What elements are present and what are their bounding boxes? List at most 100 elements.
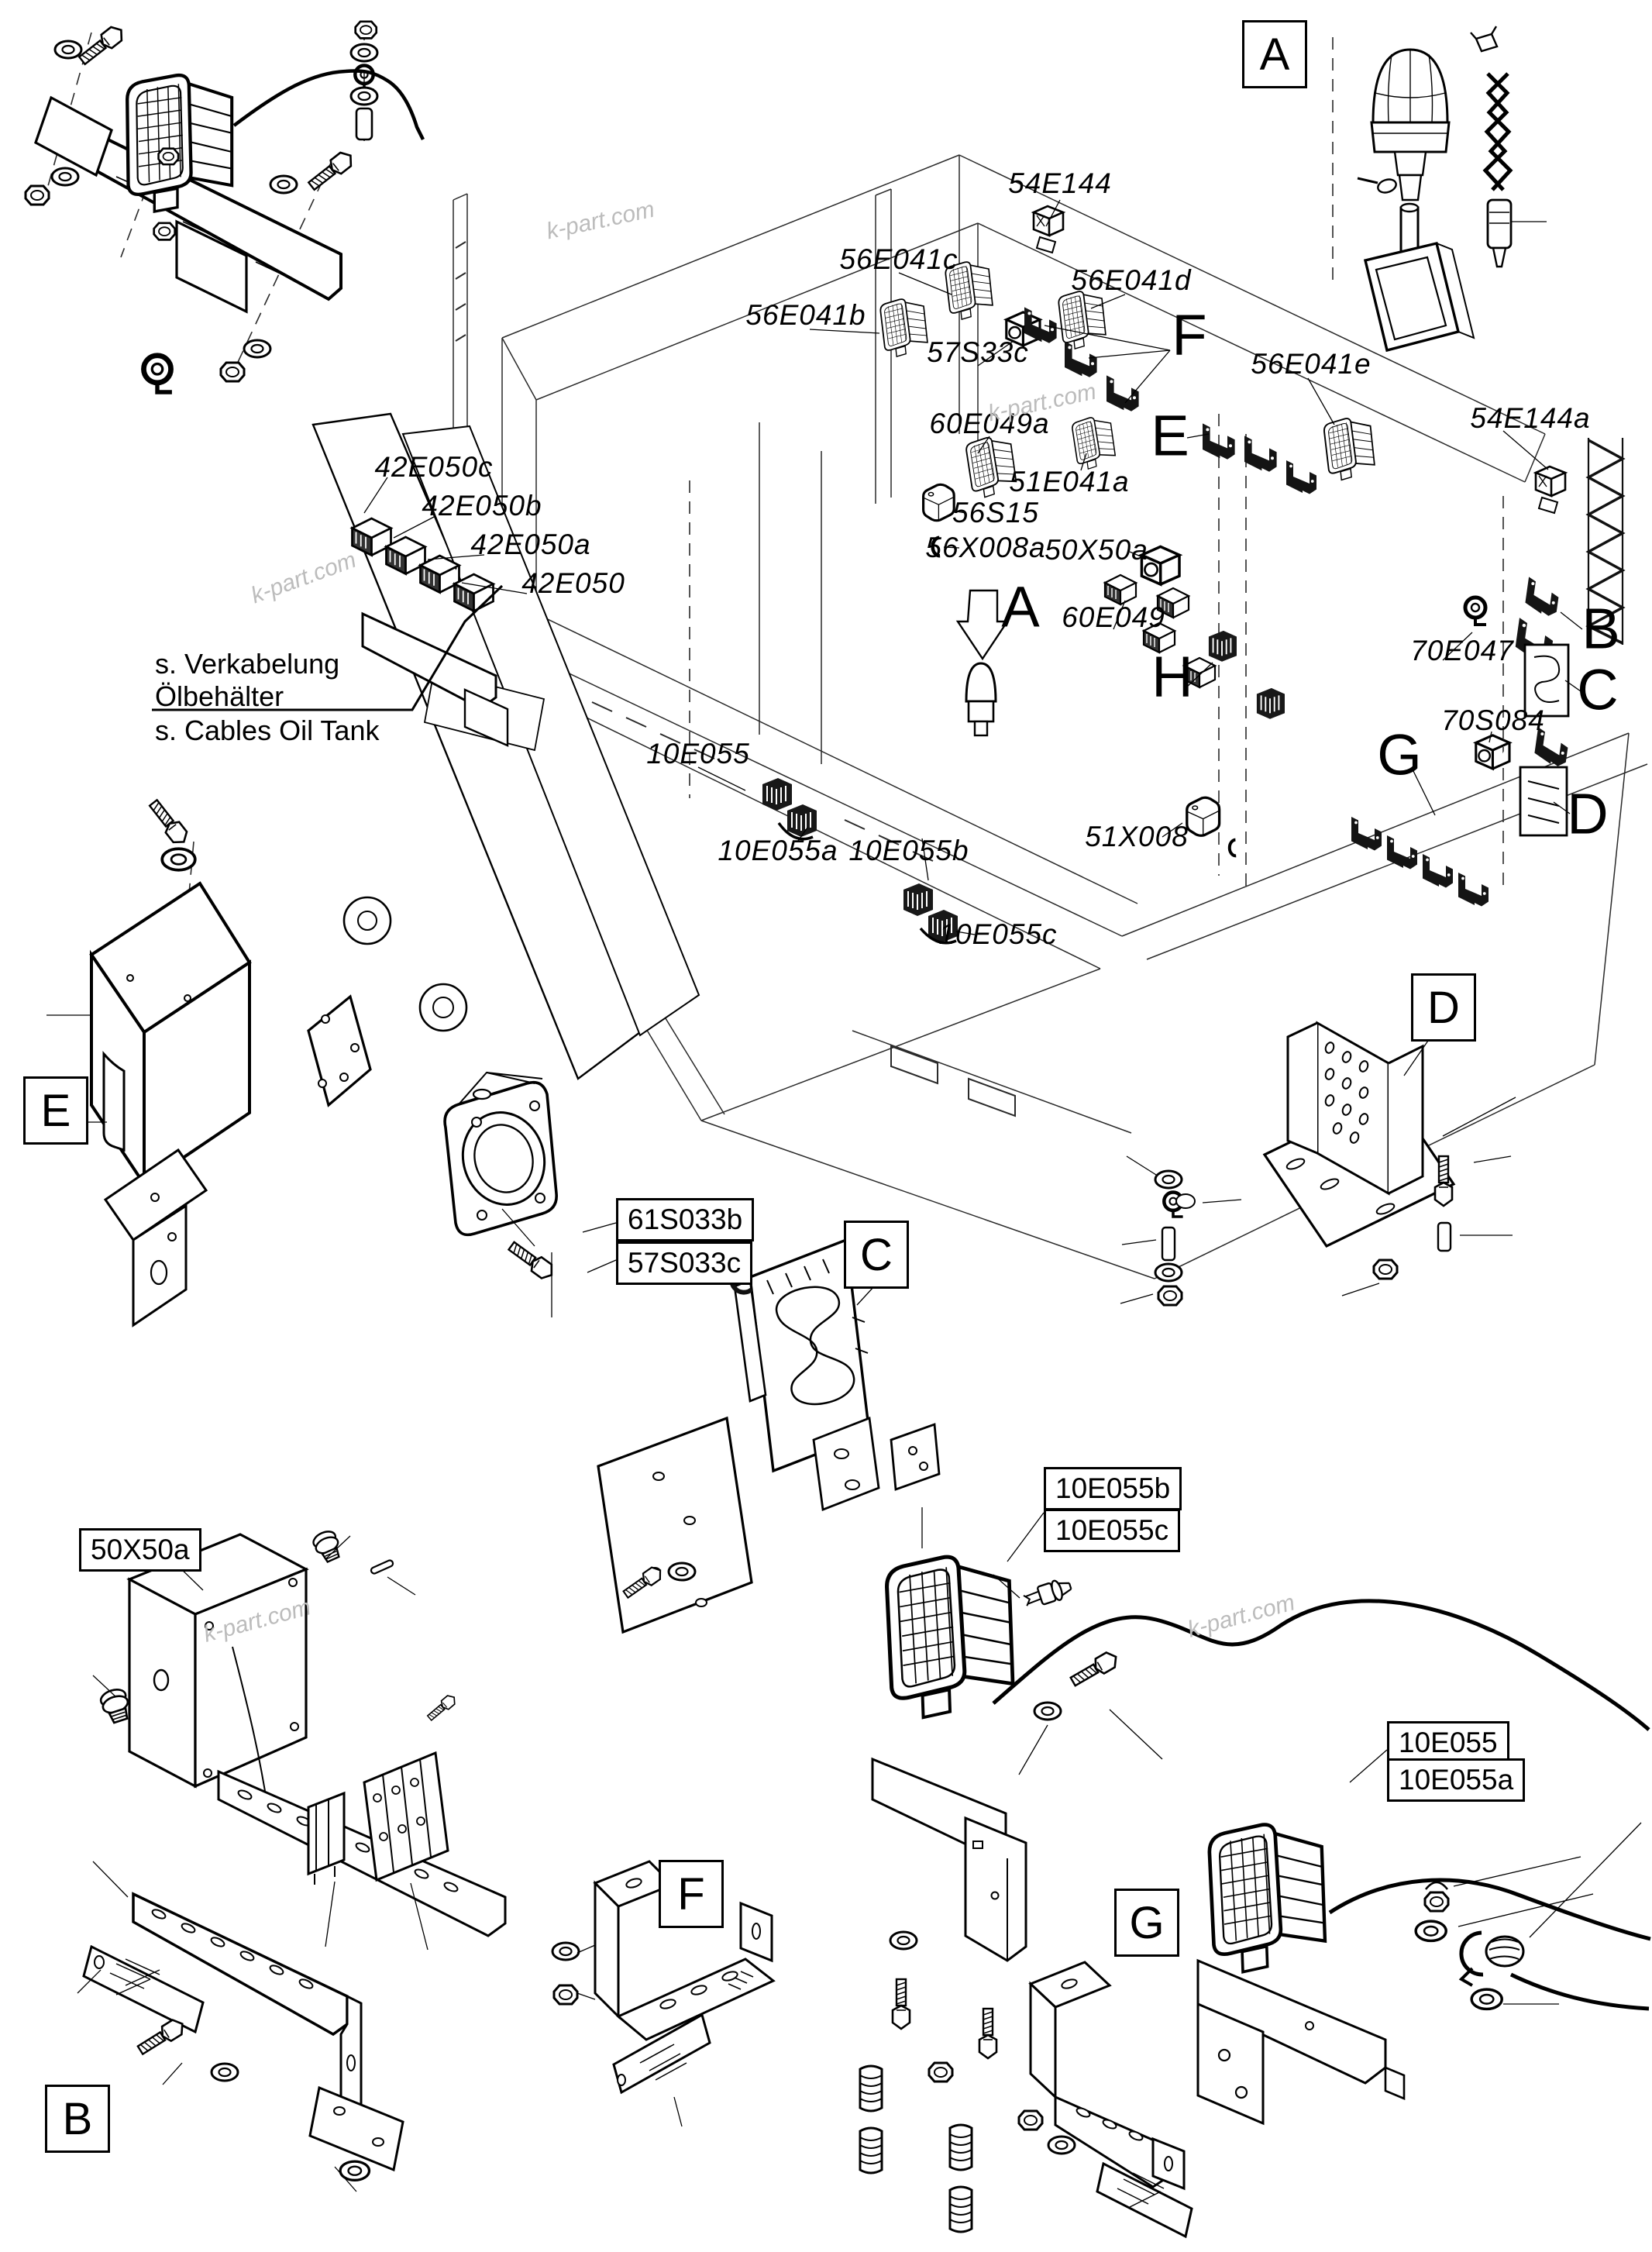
part-label-56E041d: 56E041d (1071, 264, 1192, 296)
strap (612, 2013, 711, 2095)
bracket-channel (964, 1816, 1027, 1962)
washer (210, 2062, 239, 2082)
bracket-detail-B (82, 1892, 404, 2181)
washer (53, 40, 83, 60)
washer (349, 43, 379, 63)
section-box-A: A (1242, 20, 1307, 88)
worklight-detail-G (859, 1823, 1651, 2239)
mount-plate (597, 1416, 753, 1634)
worklight (1209, 1823, 1327, 1973)
screw (425, 1692, 459, 1723)
worklight-detail-bc (871, 1423, 1650, 1962)
section-letter-G: G (1377, 722, 1422, 787)
strap (1096, 2161, 1193, 2239)
washer (889, 1930, 918, 1951)
clip-B (1523, 577, 1561, 618)
corner-bracket (890, 1423, 941, 1491)
din-rail (217, 1769, 507, 1937)
part-label-51E041a: 51E041a (1009, 466, 1130, 498)
rubber-buffer (859, 2126, 883, 2175)
beacon-detail-A (1357, 26, 1547, 353)
boxed-label-10E055b: 10E055b (1044, 1467, 1182, 1510)
part-label-60E049a: 60E049a (929, 408, 1050, 439)
cable-clamp (355, 66, 373, 91)
relay-56S15 (922, 483, 955, 522)
hex-bolt (145, 796, 192, 849)
cable-harness (1585, 438, 1626, 645)
cap-nut (1423, 1881, 1450, 1913)
washer (349, 86, 379, 106)
location-arrow-A (955, 589, 1010, 661)
rubber-buffer (948, 2123, 973, 2171)
part-label-70E047: 70E047 (1410, 635, 1514, 666)
light-51E041a (1070, 414, 1117, 471)
halogen-bulb (1020, 1575, 1075, 1612)
horn-bolt (505, 1238, 558, 1283)
terminal-H (1255, 687, 1285, 720)
boxed-label-10E055a: 10E055a (1387, 1758, 1526, 1802)
hex-nut (1372, 1259, 1399, 1280)
switch-54E144a (1534, 465, 1567, 515)
hex-nut (928, 2061, 954, 2083)
bracket-detail-C (597, 1238, 880, 1634)
part-label-10E055: 10E055 (646, 738, 750, 770)
section-box-D: D (1411, 973, 1476, 1042)
note-line2: Ölbehälter (155, 680, 284, 712)
light-cable (232, 69, 425, 141)
rubber-buffer (948, 2185, 973, 2233)
section-box-E: E (23, 1076, 88, 1145)
cover-detail-E (89, 796, 252, 1327)
frame-components (351, 205, 1571, 945)
section-box-F: F (659, 1860, 724, 1928)
section-box-C: C (844, 1221, 909, 1289)
leader-lines (46, 199, 1642, 2192)
lock-nut (552, 1984, 579, 2006)
rubber-buffer (859, 2064, 883, 2113)
section-box-B: B (45, 2085, 110, 2153)
part-label-57S33c: 57S33c (927, 336, 1029, 368)
light-cable (992, 1599, 1650, 1731)
washer (243, 339, 272, 359)
section-letter-A: A (1001, 574, 1040, 639)
clip-E (1244, 436, 1277, 472)
clip-G (1458, 873, 1489, 907)
boxed-label-61S033b: 61S033b (616, 1198, 755, 1241)
part-label-70S084: 70S084 (1441, 704, 1545, 736)
hex-bolt (305, 147, 357, 195)
part-label-54E144a: 54E144a (1470, 402, 1591, 434)
bracket-C-on-frame (1523, 643, 1570, 718)
cover-bracket (103, 1148, 208, 1327)
clamp-70E047 (1465, 597, 1486, 625)
cable-clamp (143, 356, 171, 392)
washer (667, 1562, 697, 1582)
small-beacon (965, 662, 997, 737)
lock-nut (219, 361, 246, 383)
part-label-42E050c: 42E050c (374, 451, 494, 483)
relay-60E049 (1103, 573, 1137, 606)
washer (1033, 1701, 1062, 1721)
connector-10E055 (762, 777, 793, 811)
lock-nut (153, 222, 177, 241)
relay-51X008 (1186, 796, 1221, 837)
section-letter-C: C (1577, 657, 1619, 722)
light-cable (1328, 1878, 1651, 2011)
part-label-50X50a: 50X50a (1045, 534, 1148, 566)
connector-10E055 (786, 804, 817, 838)
clamp-stack (1154, 1169, 1196, 1307)
part-label-54E144: 54E144 (1008, 167, 1112, 199)
section-letter-E: E (1151, 403, 1189, 468)
boxed-label-57S033c: 57S033c (616, 1241, 753, 1285)
hex-nut (1017, 2109, 1044, 2131)
terminal-H (1207, 629, 1237, 663)
power-plug (1470, 26, 1547, 268)
part-label-56S15: 56S15 (952, 497, 1039, 529)
note-line3: s. Cables Oil Tank (155, 715, 380, 746)
part-label-60E049: 60E049 (1062, 601, 1165, 633)
washer (1470, 1988, 1503, 2011)
lock-nut (354, 20, 378, 40)
part-label-10E055c: 10E055c (938, 918, 1058, 950)
section-letter-H: H (1151, 644, 1193, 709)
hex-bolt (978, 2007, 998, 2060)
